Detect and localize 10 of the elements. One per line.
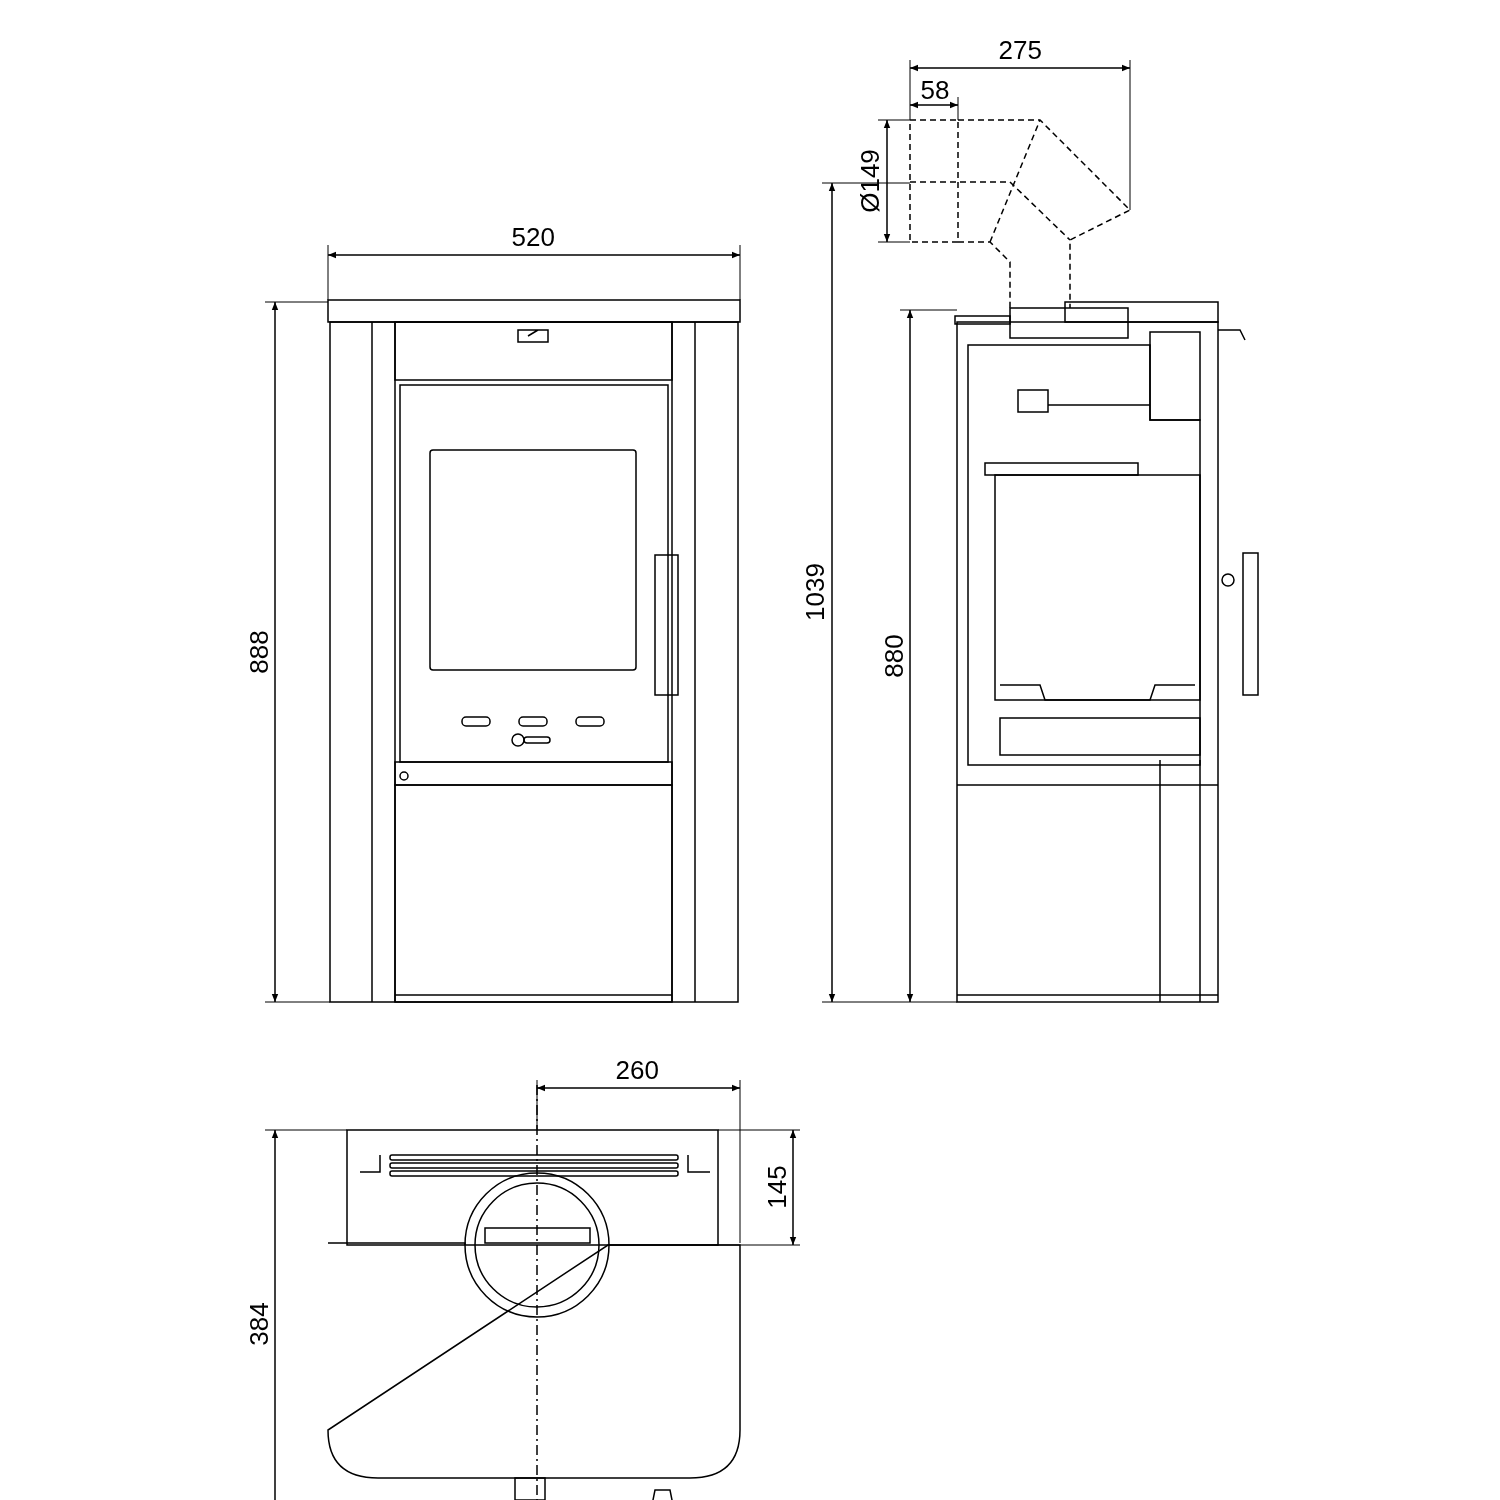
dimension-label: 145 [763,1165,790,1209]
dimension-label: 880 [880,634,907,678]
dimension-label: 260 [615,1057,659,1083]
dimension-label: 888 [245,630,272,674]
dimension-label: 1039 [801,563,828,621]
dimension-label: 58 [920,77,950,103]
dimension-label: 384 [245,1302,272,1346]
dimension-label: 520 [511,224,555,250]
dimension-label: Ø149 [856,149,883,213]
dimension-label: 275 [998,37,1042,63]
